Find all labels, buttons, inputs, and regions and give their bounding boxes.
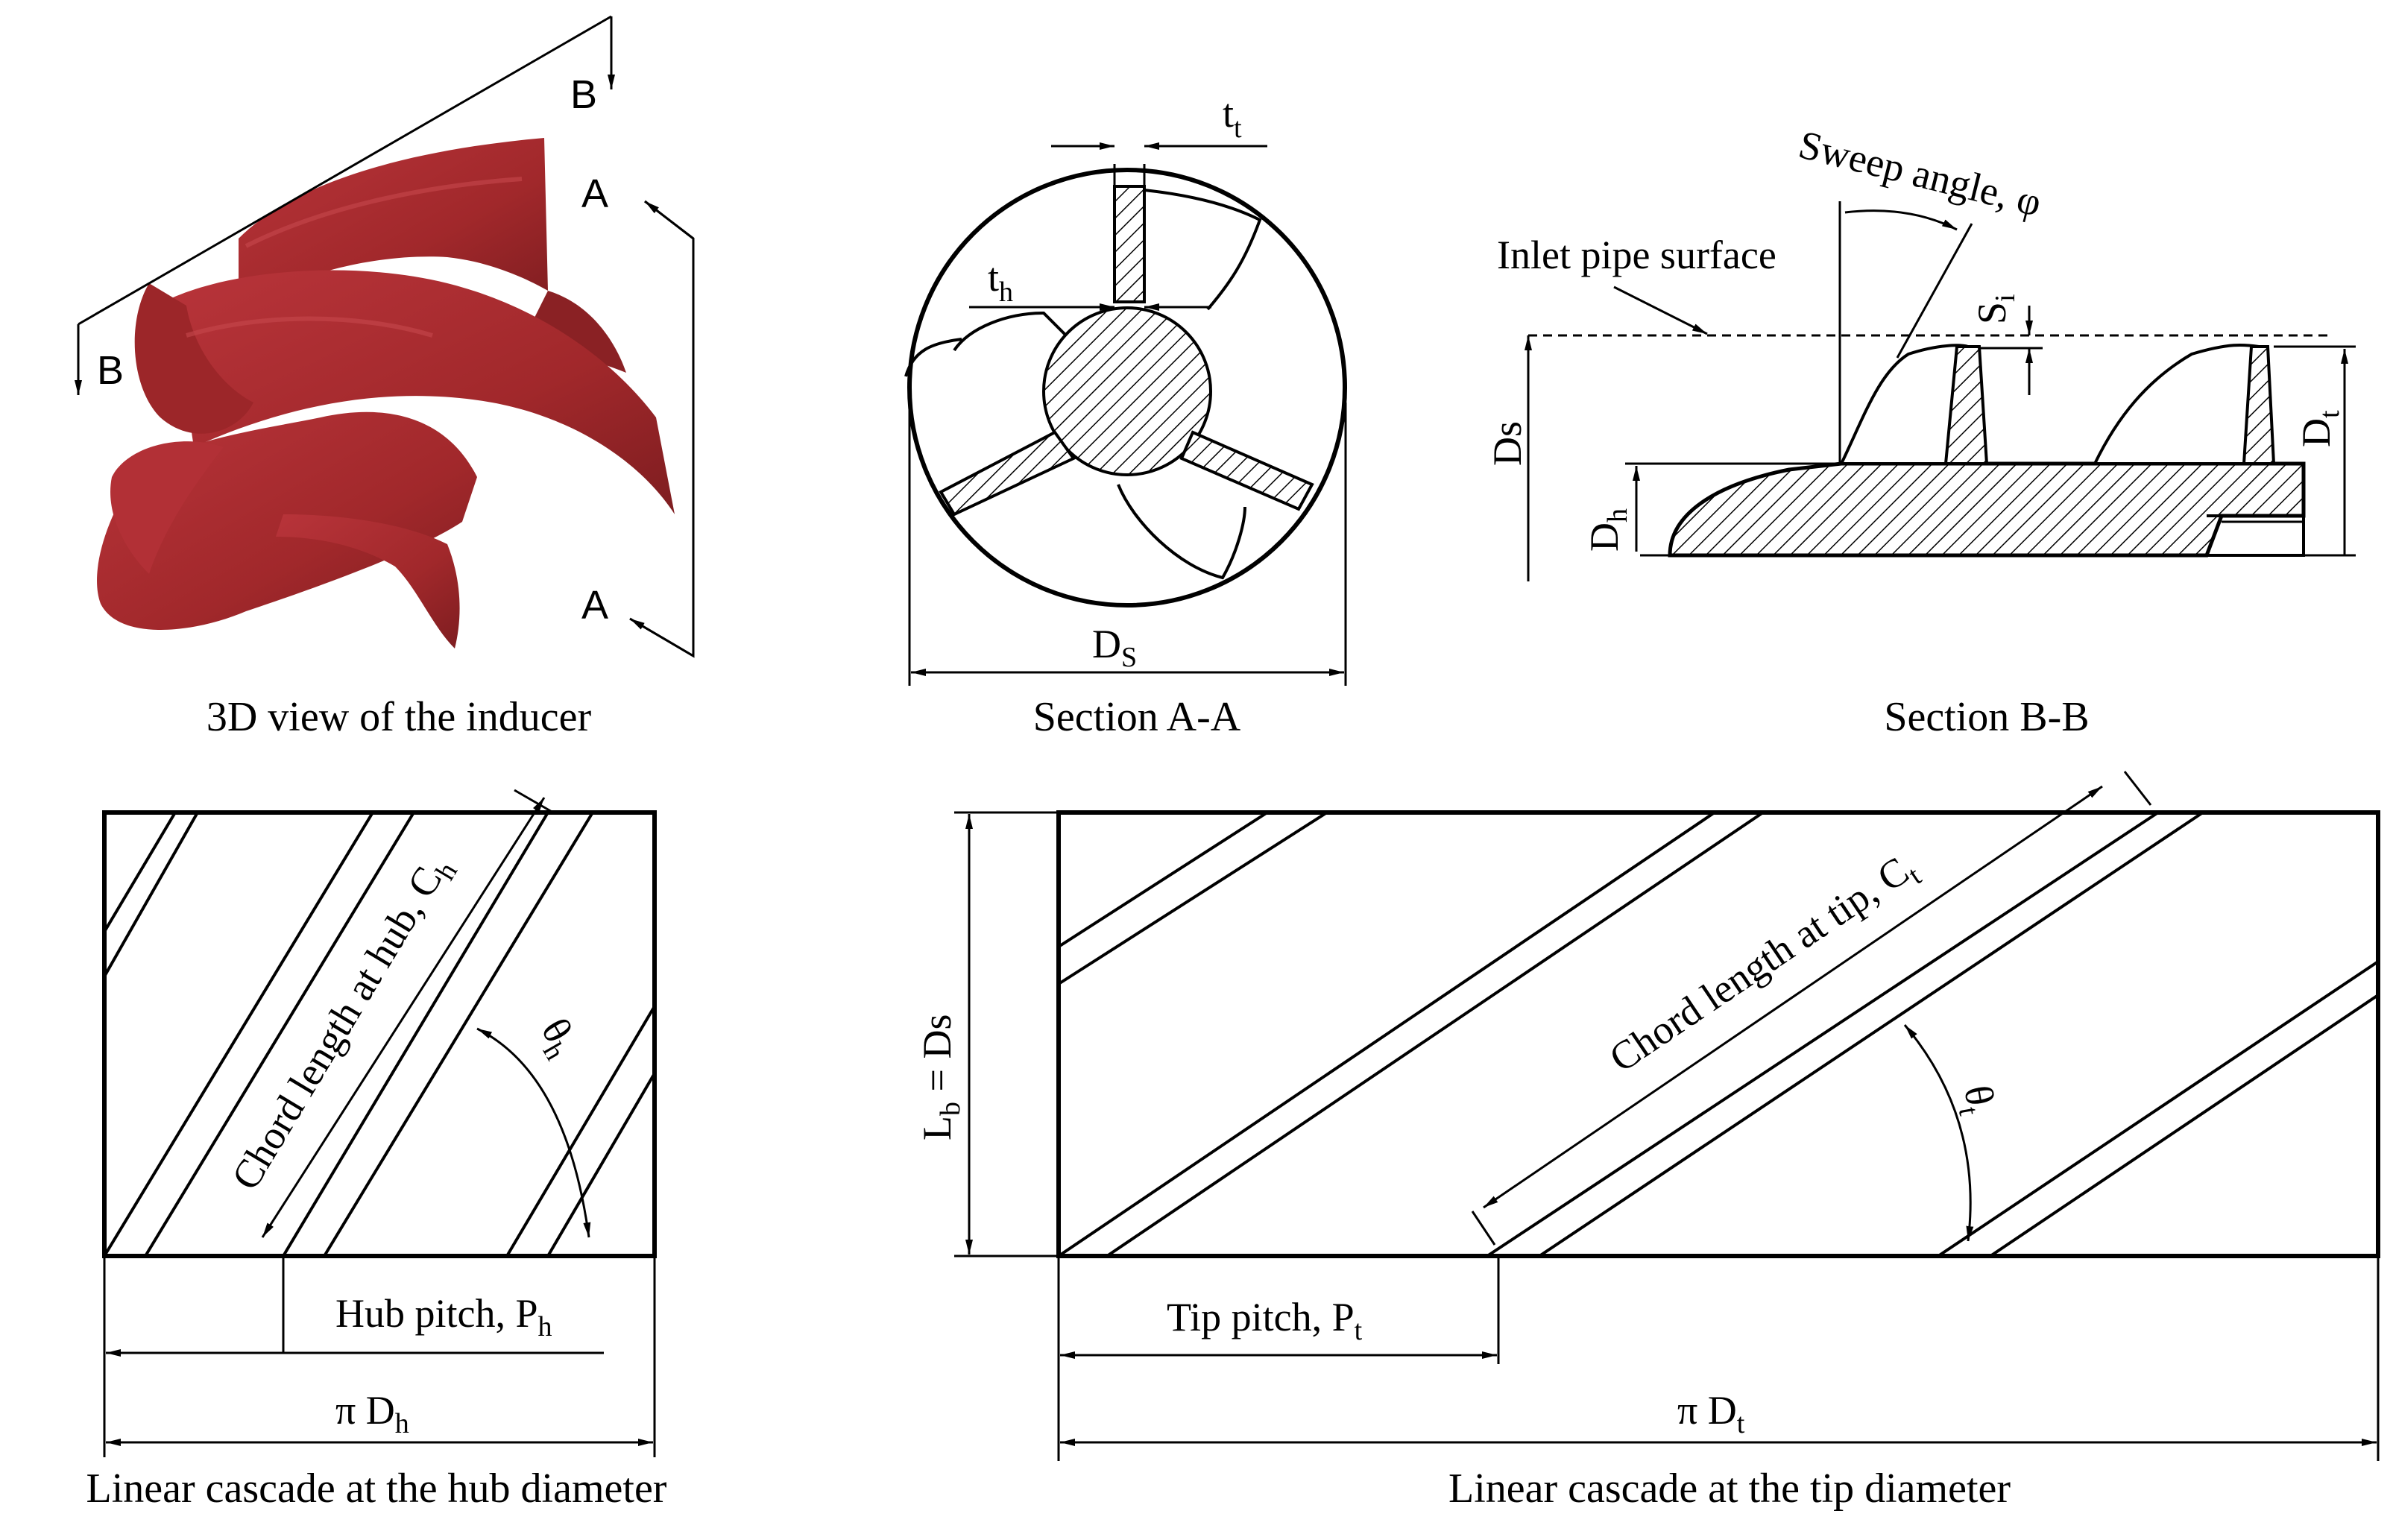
caption-tip-cascade: Linear cascade at the tip diameter xyxy=(1448,1465,2011,1512)
label-inlet-pipe: Inlet pipe surface xyxy=(1497,233,1776,277)
cut-label-b-left: B xyxy=(97,348,124,393)
label-shroud-diameter-bb: Ds xyxy=(1485,421,1530,466)
inducer-blade-middle xyxy=(171,270,675,514)
tip-cascade: Chord length at tip, Ct θt Lb = Ds Tip p… xyxy=(915,771,2380,1512)
cut-label-b-top: B xyxy=(570,72,597,117)
label-hub-thickness: th xyxy=(988,255,1013,308)
label-angle-hub: θh xyxy=(527,1011,588,1065)
label-hub-diameter-bb: Dh xyxy=(1582,508,1633,552)
hub-cascade-blades xyxy=(103,811,656,1257)
inducer-3d-view: B B A A 3D view of the inducer xyxy=(75,15,695,740)
blade-section-right xyxy=(1179,430,1314,511)
cut-label-a-bottom: A xyxy=(581,583,608,628)
section-bb: Inlet pipe surface Sweep angle, φ Si Ds … xyxy=(1485,122,2356,740)
label-sweep-angle: Sweep angle, φ xyxy=(1794,122,2046,225)
label-pitch-hub: Hub pitch, Ph xyxy=(335,1291,552,1342)
inducer-blade-left xyxy=(134,283,253,434)
label-tip-diameter-bb: Dt xyxy=(2294,410,2345,447)
label-shroud-diameter-aa: DS xyxy=(1092,622,1137,673)
caption-hub-cascade: Linear cascade at the hub diameter xyxy=(86,1465,667,1512)
label-pitch-tip: Tip pitch, Pt xyxy=(1167,1295,1363,1346)
label-chord-hub: Chord length at hub, Ch xyxy=(223,847,464,1201)
casing-circle xyxy=(907,168,1347,608)
label-circumference-hub: π Dh xyxy=(335,1388,409,1439)
hub-cascade: Chord length at hub, Ch θh Hub pitch, Ph… xyxy=(86,789,667,1512)
label-blade-length: Lb = Ds xyxy=(915,1014,966,1140)
blade-section-top xyxy=(1113,185,1146,303)
inducer-blade-tip xyxy=(276,514,460,648)
tip-cascade-frame xyxy=(1056,810,2380,1258)
label-circumference-tip: π Dt xyxy=(1677,1388,1745,1439)
cut-label-a-top: A xyxy=(581,171,608,216)
label-tip-clearance: Si xyxy=(1970,294,2021,324)
section-aa: tt th DS Section A-A xyxy=(904,91,1347,740)
label-tip-thickness: tt xyxy=(1223,91,1242,144)
label-chord-tip: Chord length at tip, Ct xyxy=(1601,844,1927,1087)
blade-section-left xyxy=(939,430,1076,517)
caption-section-bb: Section B-B xyxy=(1884,694,2089,740)
hub-body-section xyxy=(1668,461,2306,558)
label-angle-tip: θt xyxy=(1949,1082,2004,1118)
hub-section xyxy=(1042,306,1212,476)
caption-3d-view: 3D view of the inducer xyxy=(206,694,592,740)
tip-cascade-blades xyxy=(1057,811,2380,1257)
caption-section-aa: Section A-A xyxy=(1033,694,1241,740)
